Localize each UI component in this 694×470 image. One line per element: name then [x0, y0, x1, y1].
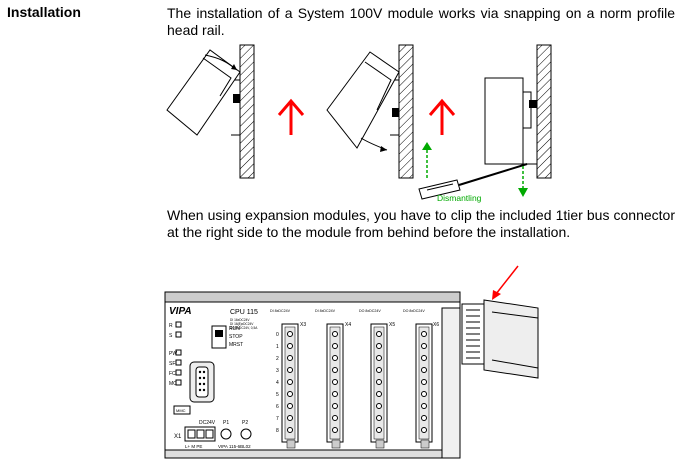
svg-text:X4: X4: [345, 322, 351, 328]
svg-text:6: 6: [276, 404, 279, 410]
svg-text:PW: PW: [169, 351, 177, 357]
p1-label: P1: [223, 420, 229, 426]
snap-arrowhead-2: [380, 146, 387, 152]
io-module-3: DO 8xDC24V X5: [359, 309, 395, 449]
p2-pot[interactable]: [240, 428, 252, 440]
housing-top-strip: [164, 291, 461, 303]
mmc-slot[interactable]: [173, 405, 191, 415]
snap-arrowhead-1: [231, 64, 237, 70]
bus-connector: [461, 303, 485, 365]
io-module-1: DI 8xDC24V X3: [270, 309, 306, 449]
module-latch-3: [522, 91, 532, 129]
svg-text:2: 2: [276, 356, 279, 362]
installation-figure: Dismantling: [166, 44, 552, 203]
svg-text:X6: X6: [433, 322, 439, 328]
svg-text:R: R: [169, 323, 173, 329]
svg-text:RUN: RUN: [229, 326, 240, 332]
rail-clip-1: [233, 94, 240, 103]
p2-label: P2: [242, 420, 248, 426]
svg-text:MRST: MRST: [229, 342, 243, 348]
dismantle-arrow-up: [422, 142, 432, 178]
power-label: DC24V: [199, 420, 216, 426]
io-module-2: DI 8xDC24V X4: [315, 309, 351, 449]
module-body-3: [484, 77, 524, 165]
svg-text:DO 8xDC24V: DO 8xDC24V: [359, 309, 381, 313]
svg-text:S: S: [169, 333, 173, 339]
rail-clip-2: [392, 108, 399, 117]
svg-text:7: 7: [276, 416, 279, 422]
rail-clip-3: [529, 100, 537, 108]
svg-text:3: 3: [276, 368, 279, 374]
housing-bottom-strip: [164, 449, 461, 459]
power-pins: L+ M PE: [185, 444, 202, 449]
svg-text:X5: X5: [389, 322, 395, 328]
svg-text:1: 1: [276, 344, 279, 350]
wall-hatch-1: [239, 44, 255, 179]
p1-pot[interactable]: [220, 428, 232, 440]
order-number: VIPA 115-6BL02: [218, 444, 251, 449]
svg-text:DO 8xDC24V: DO 8xDC24V: [403, 309, 425, 313]
expansion-paragraph: When using expansion modules, you have t…: [167, 207, 675, 240]
svg-text:DI 8xDC24V: DI 8xDC24V: [315, 309, 336, 313]
module-face-1: [202, 57, 232, 97]
wall-hatch-2: [398, 44, 414, 179]
up-arrow-1: [277, 98, 305, 135]
svg-text:5: 5: [276, 392, 279, 398]
step3-group: Dismantling: [418, 44, 552, 203]
cpu-spec-1: DI 16xDC24V: [230, 318, 250, 322]
dismantle-arrow-down: [518, 166, 528, 197]
module-face-2: [364, 61, 392, 111]
mode-switch[interactable]: RUN STOP MRST: [211, 325, 243, 349]
section-heading: Installation: [7, 4, 81, 20]
power-connector: [184, 426, 216, 442]
module-assembly-figure: VIPA CPU 115 DI 16xDC24V DI 16(8)xDC24V …: [164, 265, 539, 459]
svg-text:X3: X3: [300, 322, 306, 328]
right-end-housing: [441, 307, 461, 459]
intro-paragraph: The installation of a System 100V module…: [167, 5, 675, 38]
cpu-title: CPU 115: [230, 309, 258, 316]
brand-logo: VIPA: [169, 306, 192, 317]
svg-text:0: 0: [276, 332, 279, 338]
cpu-spec-2: DI 16(8)xDC24V: [230, 322, 254, 326]
svg-text:SF: SF: [169, 361, 175, 367]
svg-text:DI 8xDC24V: DI 8xDC24V: [270, 309, 291, 313]
head-rail: [483, 299, 539, 379]
up-arrow-2: [428, 98, 456, 135]
cpu-spec-3: DO 8xDC24V, 0,5A: [230, 326, 258, 330]
x1-label: X1: [174, 434, 182, 440]
svg-text:8: 8: [276, 428, 279, 434]
cpu-status-leds: R S PW SF FC MC: [169, 321, 182, 387]
screwdriver: [418, 163, 528, 200]
bus-connector-pointer: [492, 265, 519, 300]
step2-group: [326, 44, 414, 179]
dismantling-label: Dismantling: [437, 193, 482, 203]
step1-group: [166, 44, 255, 179]
module-body-1: [166, 49, 241, 136]
svg-text:MC: MC: [169, 381, 177, 387]
svg-text:STOP: STOP: [229, 334, 243, 340]
svg-text:FC: FC: [169, 371, 176, 377]
module-body-2: [326, 51, 400, 149]
svg-text:4: 4: [276, 380, 279, 386]
serial-port: [189, 361, 215, 403]
mmc-label: MMC: [176, 408, 186, 413]
wall-hatch-3: [536, 44, 552, 179]
io-module-4: DO 8xDC24V X6: [403, 309, 439, 449]
channel-numbers: 0 1 2 3 4 5 6 7 8: [276, 332, 279, 434]
